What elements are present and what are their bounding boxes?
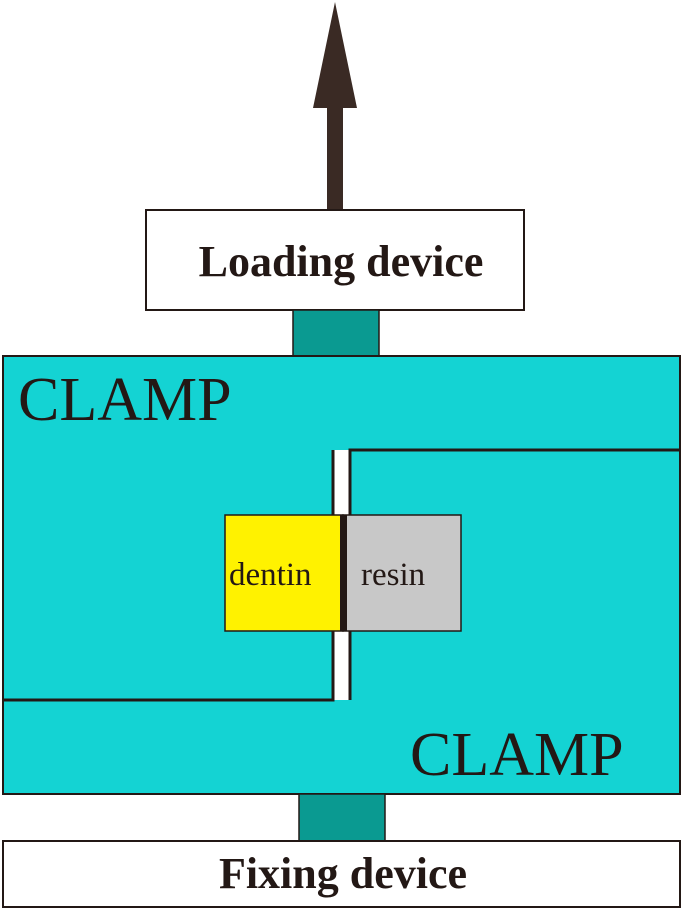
resin-label: resin	[361, 557, 425, 593]
dentin-label: dentin	[229, 557, 311, 593]
upper-connector	[292, 309, 380, 359]
loading-device: Loading device	[145, 209, 525, 311]
fixing-device: Fixing device	[2, 840, 681, 908]
lower-connector	[298, 793, 386, 843]
arrow-up-icon	[313, 2, 357, 212]
bond-interface	[340, 515, 347, 631]
clamp-lower-label: CLAMP	[410, 721, 624, 789]
dentin-block	[224, 514, 344, 632]
resin-block	[342, 514, 462, 632]
specimen: dentin resin	[224, 514, 462, 632]
fixing-device-label: Fixing device	[219, 849, 467, 898]
loading-device-label: Loading device	[199, 237, 484, 286]
clamp-upper-label: CLAMP	[18, 366, 232, 434]
